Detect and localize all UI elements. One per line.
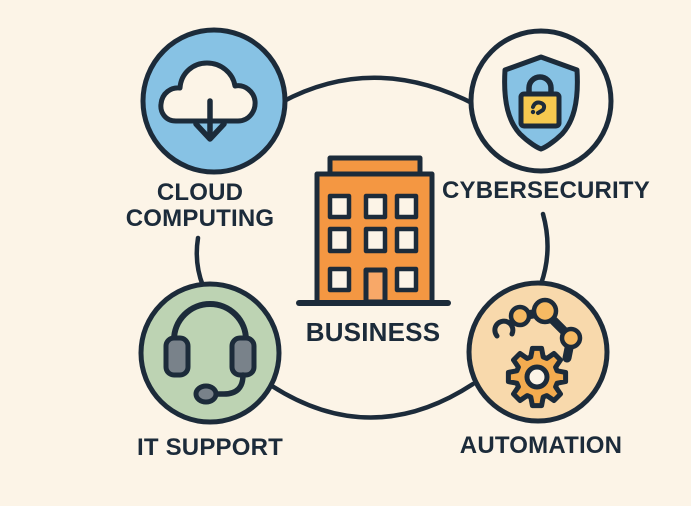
business-label: BUSINESS — [305, 317, 441, 347]
cloud-download-icon — [158, 60, 258, 142]
robot-joint-left — [508, 304, 532, 328]
cloud-computing-label: CLOUD COMPUTING — [70, 180, 330, 232]
lock-shackle — [526, 74, 554, 99]
cloud-shape — [158, 60, 258, 124]
cloud-computing-node — [140, 27, 288, 175]
cloud-computing-label-line2: COMPUTING — [125, 205, 275, 232]
building-door — [363, 267, 388, 305]
mic-tip — [193, 383, 219, 405]
it-support-label: IT SUPPORT — [136, 434, 283, 461]
office-building-icon — [296, 155, 451, 306]
mic-boom — [214, 372, 246, 397]
headset-icon — [163, 301, 257, 405]
it-support-node — [138, 281, 282, 425]
download-arrow-head — [193, 121, 227, 142]
headset-band — [171, 301, 249, 355]
robot-claw — [492, 318, 516, 339]
keyhole-dot — [530, 109, 536, 115]
automation-node — [466, 280, 610, 424]
automation-label: AUTOMATION — [459, 432, 623, 459]
connector-cloud-cybersecurity — [279, 75, 479, 108]
connector-itsupport-automation — [269, 381, 476, 420]
cloud-computing-label-line1: CLOUD — [156, 179, 244, 206]
shield-lock-icon — [502, 54, 580, 152]
connector-cloud-itsupport — [194, 235, 206, 289]
gear-hub — [524, 364, 550, 390]
building-windows — [327, 193, 419, 293]
robot-joint-top — [531, 297, 559, 325]
connector-lines — [194, 75, 550, 420]
connector-cybersecurity-automation — [538, 211, 550, 287]
cybersecurity-node — [468, 28, 614, 174]
robot-arm-gear-icon — [492, 297, 583, 409]
robot-joint-elbow — [559, 326, 583, 350]
it-support-circle — [138, 281, 282, 425]
keyhole-mark — [531, 100, 547, 115]
business-node — [296, 155, 451, 306]
headset-earcup-left — [163, 335, 191, 378]
cybersecurity-label: CYBERSECURITY — [442, 177, 650, 204]
